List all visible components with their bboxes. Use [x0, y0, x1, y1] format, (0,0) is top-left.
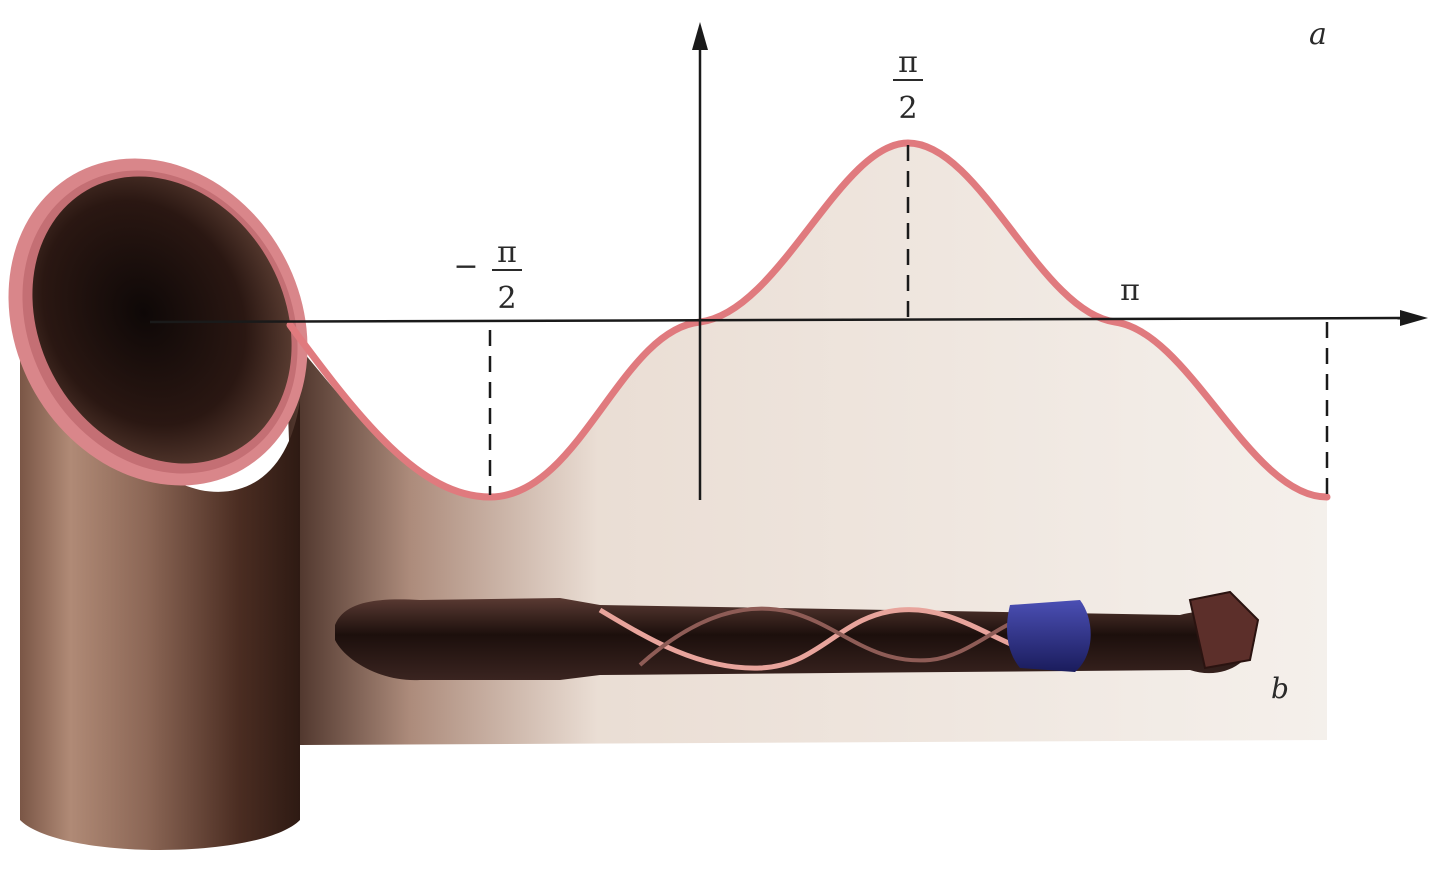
- twist-drill-icon: [335, 590, 1260, 681]
- figure-label-a: a: [1309, 17, 1327, 52]
- sine-curve: [286, 139, 1331, 501]
- label-minus-half-pi: − π 2: [453, 235, 522, 316]
- svg-text:π: π: [497, 235, 517, 270]
- label-pi: π: [1120, 273, 1140, 308]
- x-axis: [149, 310, 1428, 326]
- svg-text:2: 2: [898, 91, 917, 126]
- svg-text:2: 2: [497, 281, 516, 316]
- y-axis: [692, 22, 708, 500]
- label-half-pi: π 2: [893, 45, 923, 126]
- figure-label-b: b: [1271, 672, 1289, 705]
- svg-text:π: π: [898, 45, 918, 80]
- svg-text:−: −: [453, 249, 478, 284]
